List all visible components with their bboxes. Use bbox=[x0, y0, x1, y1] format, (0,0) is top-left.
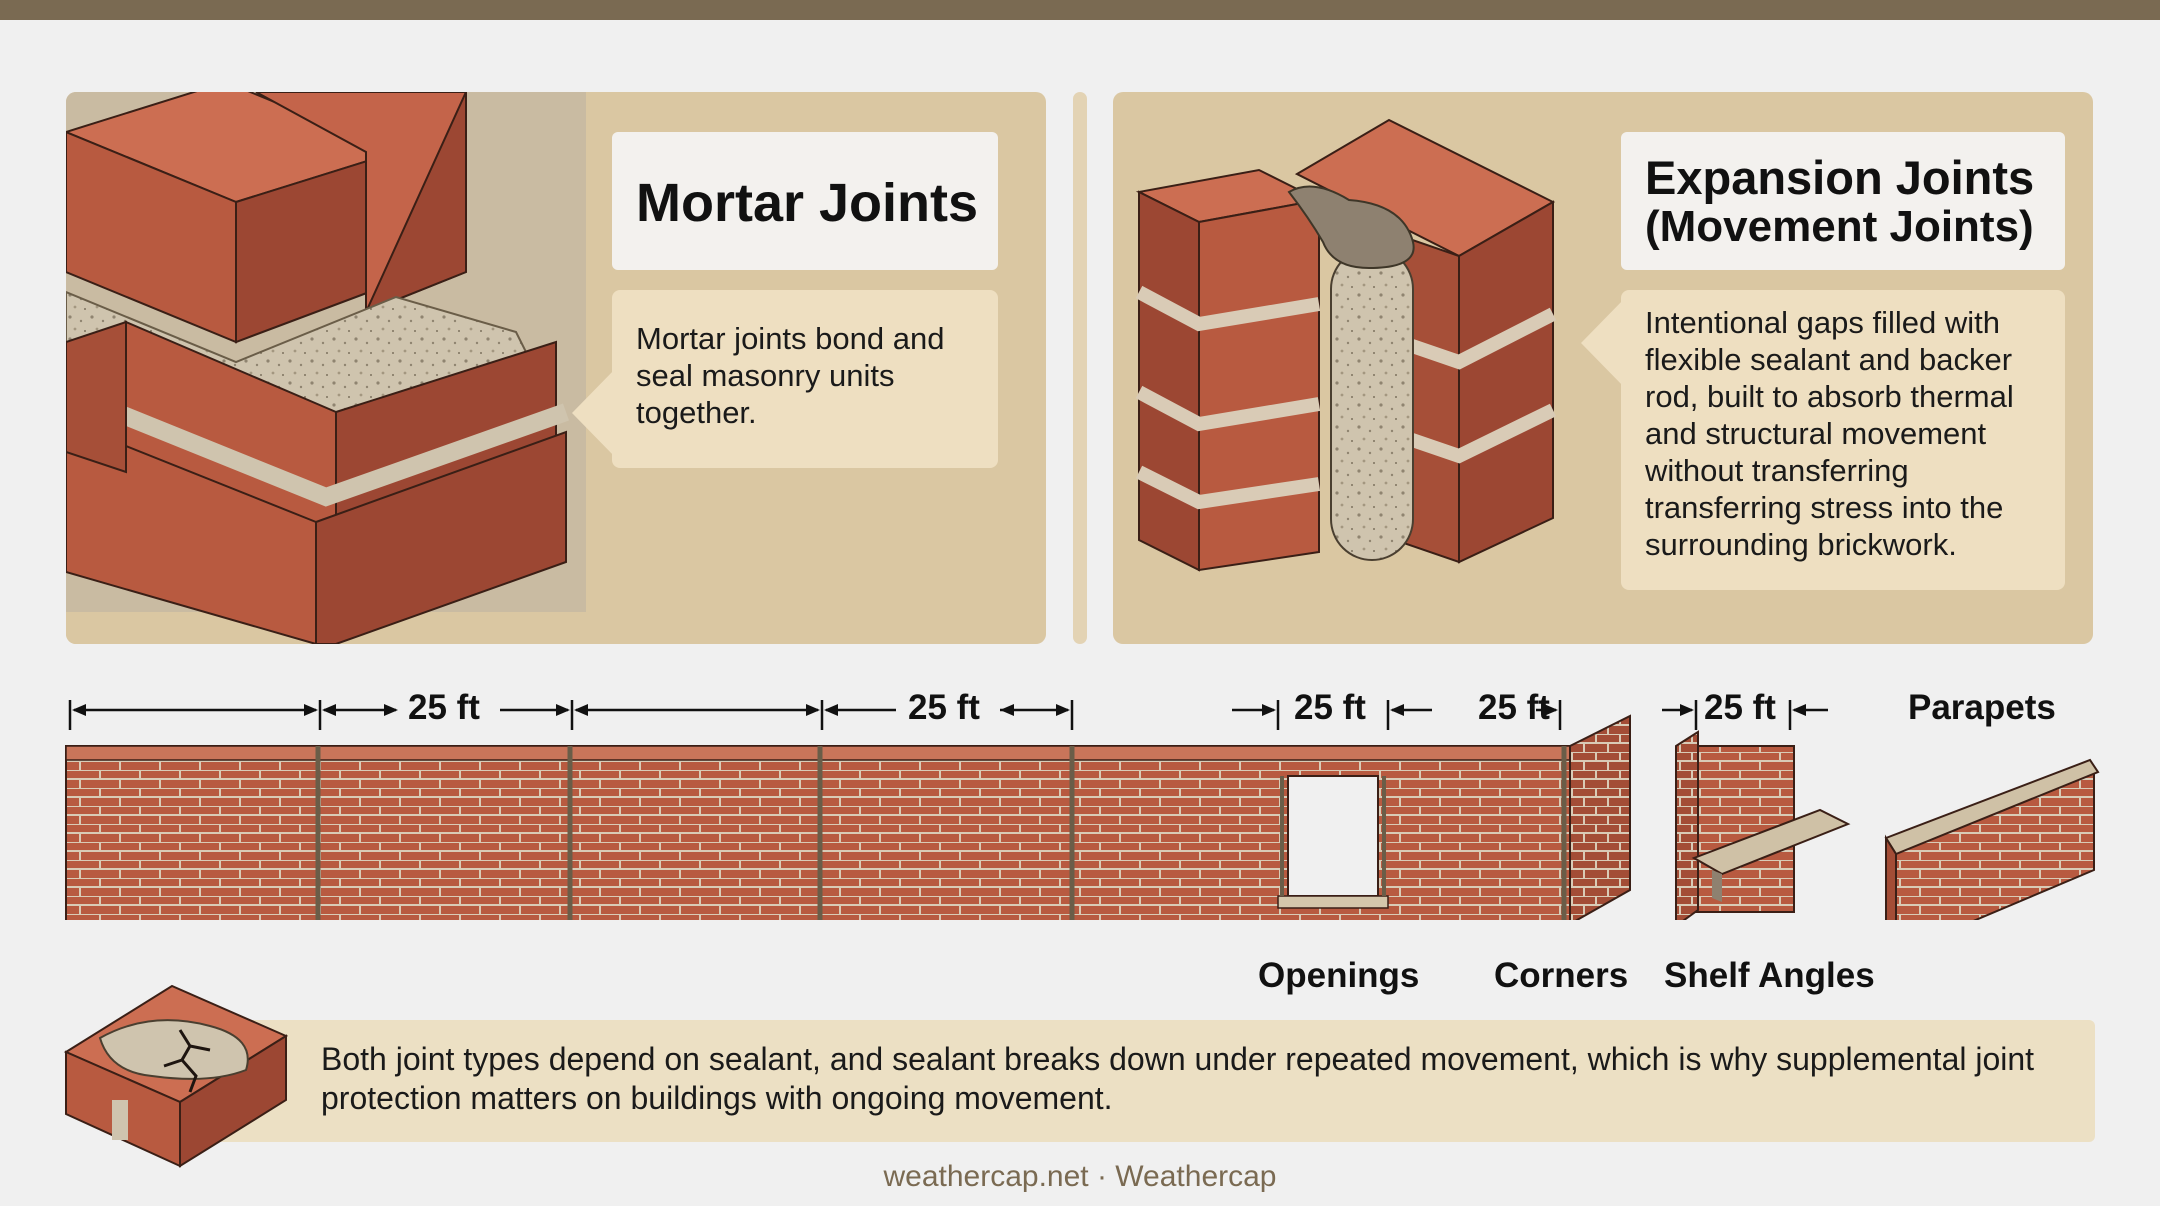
expansion-description: Intentional gaps filled with flexible se… bbox=[1645, 305, 2014, 562]
mortar-description-box: Mortar joints bond and seal masonry unit… bbox=[612, 290, 998, 468]
dimension-label-4: 25 ft bbox=[1478, 688, 1550, 727]
mortar-title-box: Mortar Joints bbox=[612, 132, 998, 270]
expansion-joint-illustration bbox=[1135, 118, 1557, 572]
top-accent-bar bbox=[0, 0, 2160, 20]
expansion-description-box: Intentional gaps filled with flexible se… bbox=[1621, 290, 2065, 590]
expansion-title-line1: Expansion Joints bbox=[1645, 151, 2035, 204]
sealant-note-box: Both joint types depend on sealant, and … bbox=[205, 1020, 2095, 1142]
dimension-label-1: 25 ft bbox=[408, 688, 480, 727]
expansion-title-line2: (Movement Joints) bbox=[1645, 202, 2034, 251]
footer-attribution: weathercap.net · Weathercap bbox=[883, 1160, 1277, 1193]
expansion-callout-pointer bbox=[1581, 298, 1625, 388]
dimension-label-3: 25 ft bbox=[1294, 688, 1366, 727]
mortar-joints-panel: Mortar Joints Mortar joints bond and sea… bbox=[66, 92, 1046, 644]
parapet-illustration bbox=[1884, 758, 2100, 920]
mortar-brick-illustration bbox=[66, 92, 666, 644]
dimension-label-2: 25 ft bbox=[908, 688, 980, 727]
parapets-label: Parapets bbox=[1908, 688, 2056, 727]
mortar-description: Mortar joints bond and seal masonry unit… bbox=[636, 321, 945, 430]
corner-return bbox=[1569, 714, 1631, 920]
mortar-callout-pointer bbox=[572, 368, 616, 458]
openings-label: Openings bbox=[1258, 956, 1420, 995]
wall-strip-diagram bbox=[65, 700, 2100, 920]
cracked-sealant-brick-icon bbox=[63, 984, 289, 1168]
expansion-joint-lines bbox=[315, 746, 1075, 920]
corners-label: Corners bbox=[1494, 956, 1629, 995]
dimension-arrowheads bbox=[72, 704, 1806, 716]
sealant-note-text: Both joint types depend on sealant, and … bbox=[321, 1041, 2035, 1116]
window-opening bbox=[1277, 775, 1389, 909]
shelf-angle-illustration bbox=[1675, 730, 1851, 920]
shelf-angles-label: Shelf Angles bbox=[1664, 956, 1875, 995]
mortar-title: Mortar Joints bbox=[636, 173, 979, 233]
panel-divider bbox=[1073, 92, 1087, 644]
expansion-title-box: Expansion Joints (Movement Joints) bbox=[1621, 132, 2065, 270]
expansion-joints-panel: Expansion Joints (Movement Joints) Inten… bbox=[1113, 92, 2093, 644]
dimension-label-5: 25 ft bbox=[1704, 688, 1776, 727]
